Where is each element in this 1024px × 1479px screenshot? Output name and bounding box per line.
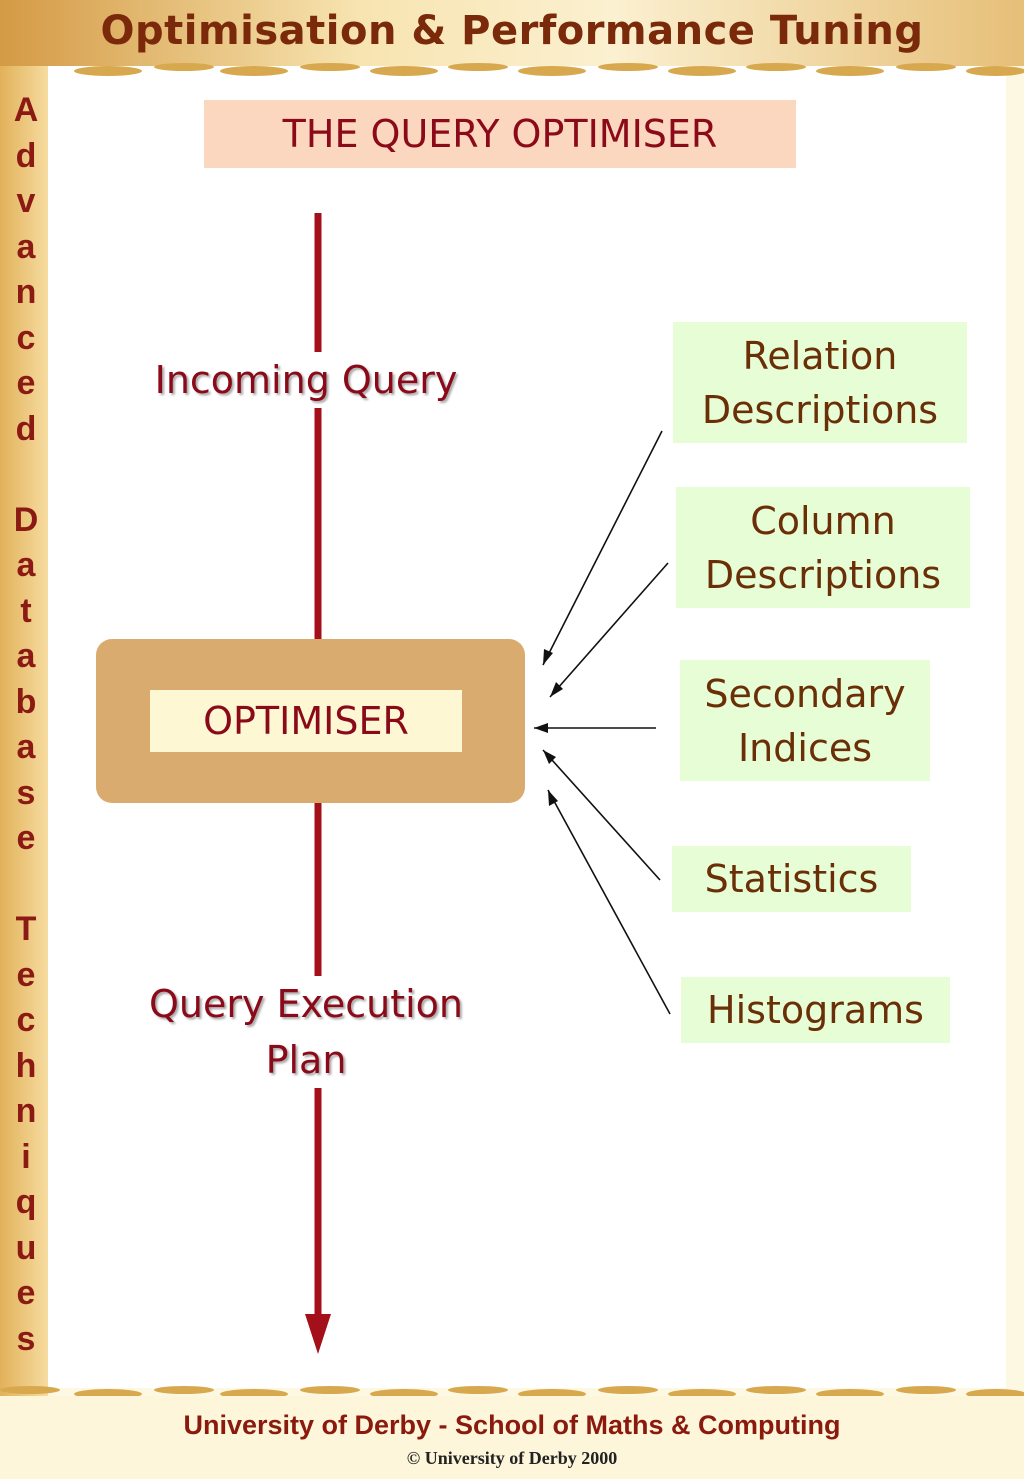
source-label-line1: Histograms [707,988,924,1032]
sidebar-letter: d [15,409,37,448]
footer [0,1396,1024,1479]
footer-copyright: © University of Derby 2000 [406,1448,618,1468]
top-dash-border [74,63,1024,76]
sidebar-letter: e [16,819,36,857]
query-execution-plan-line1: Query Execution [148,982,464,1026]
arrowhead-column-descriptions [550,682,563,697]
sidebar-letter: n [15,273,37,311]
sidebar-letter: u [15,1228,37,1267]
sidebar-letter: s [16,773,36,812]
arrow-relation-descriptions [542,430,663,666]
slide-title: THE QUERY OPTIMISER [204,100,796,168]
header-title: Optimisation & Performance Tuning [100,8,924,54]
arrowhead-secondary-indices [534,723,548,733]
sidebar-letter: d [15,136,37,175]
source-column-descriptions: Column Descriptions [676,487,970,608]
header-band [0,0,1024,66]
sidebar-letter: A [13,91,39,129]
arrowhead-histograms [548,790,558,806]
arrow-column-descriptions [549,562,669,698]
footer-institution: University of Derby - School of Maths & … [183,1410,841,1440]
sidebar-letter: e [16,1274,36,1312]
source-relation-descriptions: Relation Descriptions [673,322,967,443]
sidebar-letter: a [16,227,36,266]
source-label-line2: Descriptions [701,387,939,432]
sidebar-letter: i [21,1137,31,1176]
sidebar-letter: T [15,910,37,948]
query-execution-plan-label: Query Execution Plan [124,976,488,1088]
sidebar-letter: c [16,1001,36,1039]
sidebar-letter: q [15,1183,37,1221]
source-histograms: Histograms [681,977,950,1043]
sidebar-letter: a [16,637,36,675]
sidebar-letter: c [16,318,36,357]
sidebar-letter: h [15,1046,37,1085]
arrow-statistics [542,749,661,881]
sidebar-letter: e [16,364,36,402]
source-label-line1: Column [750,498,896,543]
arrowhead-statistics [543,750,556,764]
source-label-line1: Secondary [704,671,906,716]
side-band [0,66,48,1396]
source-statistics: Statistics [672,846,911,912]
sidebar-letter: D [13,500,39,539]
main-flow-arrowhead [305,1314,331,1354]
sidebar-letter: v [16,182,36,220]
arrow-histograms [547,789,671,1015]
sidebar-letter: s [16,1319,36,1358]
sidebar-letter: b [15,682,37,721]
optimiser-label: OPTIMISER [150,690,462,752]
source-secondary-indices: Secondary Indices [680,660,930,781]
incoming-query-label: Incoming Query [136,352,476,408]
sidebar-letter: e [16,955,36,994]
source-label-line1: Statistics [704,857,879,901]
sidebar-letter: n [15,1092,37,1130]
sidebar-letter: a [16,728,36,766]
arrowhead-relation-descriptions [543,649,553,665]
sidebar-letter: a [16,546,36,584]
query-execution-plan-line2: Plan [265,1038,347,1082]
source-label-line1: Relation [742,333,898,378]
sidebar-letter: t [20,591,32,630]
source-label-line2: Indices [737,725,873,770]
source-label-line2: Descriptions [704,552,942,597]
